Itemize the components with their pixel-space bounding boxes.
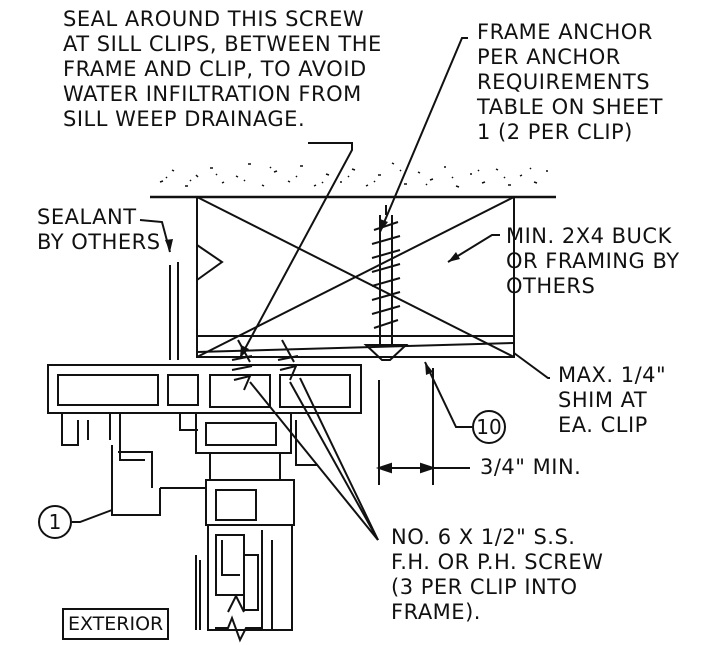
leader-frame-callout xyxy=(72,509,113,523)
leader-buck xyxy=(447,234,500,263)
clip-callout-number: 10 xyxy=(472,410,506,444)
shim-note: MAX. 1/4" SHIM AT EA. CLIP xyxy=(558,363,667,437)
arrow-seal xyxy=(240,345,249,358)
sealant-note: SEALANT BY OTHERS xyxy=(37,205,161,254)
leader-anchor xyxy=(379,37,468,233)
dimension-note: 3/4" MIN. xyxy=(480,455,582,479)
sheet-border-edge xyxy=(706,0,718,645)
leader-seal xyxy=(239,142,353,359)
arrow-clip xyxy=(425,362,433,375)
wood-buck xyxy=(196,196,515,358)
leader-screw-1 xyxy=(299,377,379,541)
leader-shim xyxy=(513,352,550,379)
shim-taper xyxy=(196,342,515,353)
arrow-buck xyxy=(448,252,460,262)
dimension-arrow-left xyxy=(375,462,392,474)
leader-screw-3 xyxy=(249,381,379,541)
arrow-sealant xyxy=(165,239,173,252)
arrow-anchor xyxy=(380,219,388,232)
seal-screw-note: SEAL AROUND THIS SCREW AT SILL CLIPS, BE… xyxy=(63,7,382,131)
leader-screw-2 xyxy=(289,381,379,541)
buck-framing-note: MIN. 2X4 BUCK OR FRAMING BY OTHERS xyxy=(506,224,680,298)
exterior-break xyxy=(215,615,262,643)
frame-callout-number: 1 xyxy=(38,505,72,539)
exterior-label: EXTERIOR xyxy=(62,608,170,640)
buck-cross-2 xyxy=(196,196,515,358)
window-frame-profile xyxy=(47,364,362,631)
frame-anchor-screw xyxy=(363,205,409,361)
screw-spec-note: NO. 6 X 1/2" S.S. F.H. OR P.H. SCREW (3 … xyxy=(391,525,604,624)
leader-clip-callout xyxy=(424,361,472,428)
dimension-arrow-right xyxy=(420,462,437,474)
frame-anchor-note: FRAME ANCHOR PER ANCHOR REQUIREMENTS TAB… xyxy=(477,20,664,144)
concrete-stipple xyxy=(159,162,548,188)
sealant-joint xyxy=(169,244,224,360)
